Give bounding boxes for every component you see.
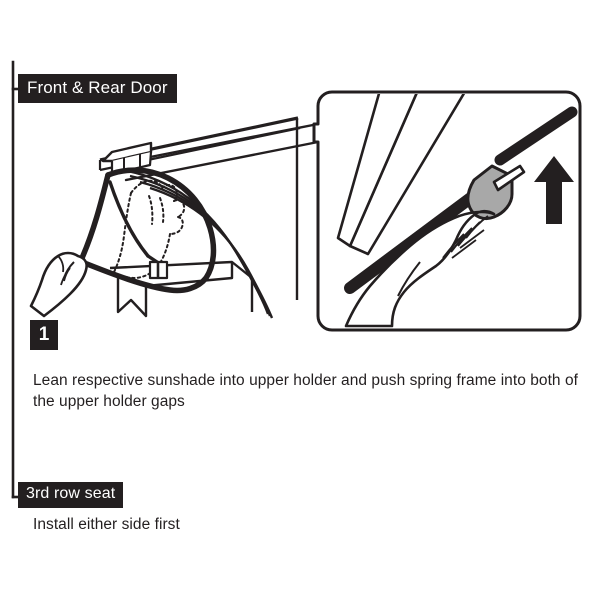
section-bracket xyxy=(11,60,21,499)
section-label-front-rear-door: Front & Rear Door xyxy=(18,74,177,103)
third-row-instruction-text: Install either side first xyxy=(33,516,180,533)
hand-pushing xyxy=(344,209,496,328)
upper-holder-rail xyxy=(98,116,301,176)
frame-clip xyxy=(148,260,169,280)
main-illustration xyxy=(29,116,301,319)
section-label-third-row-seat: 3rd row seat xyxy=(18,482,124,508)
spring-frame xyxy=(79,167,217,294)
hand-front xyxy=(29,251,88,318)
holder-rail-rod xyxy=(494,106,578,166)
window-glass-edge xyxy=(336,94,468,256)
push-arrow xyxy=(534,156,574,224)
step-number-badge: 1 xyxy=(30,320,58,350)
inset-panel xyxy=(312,90,582,332)
step-instruction-text: Lean respective sunshade into upper hold… xyxy=(33,372,578,410)
holder-clip xyxy=(466,164,526,221)
